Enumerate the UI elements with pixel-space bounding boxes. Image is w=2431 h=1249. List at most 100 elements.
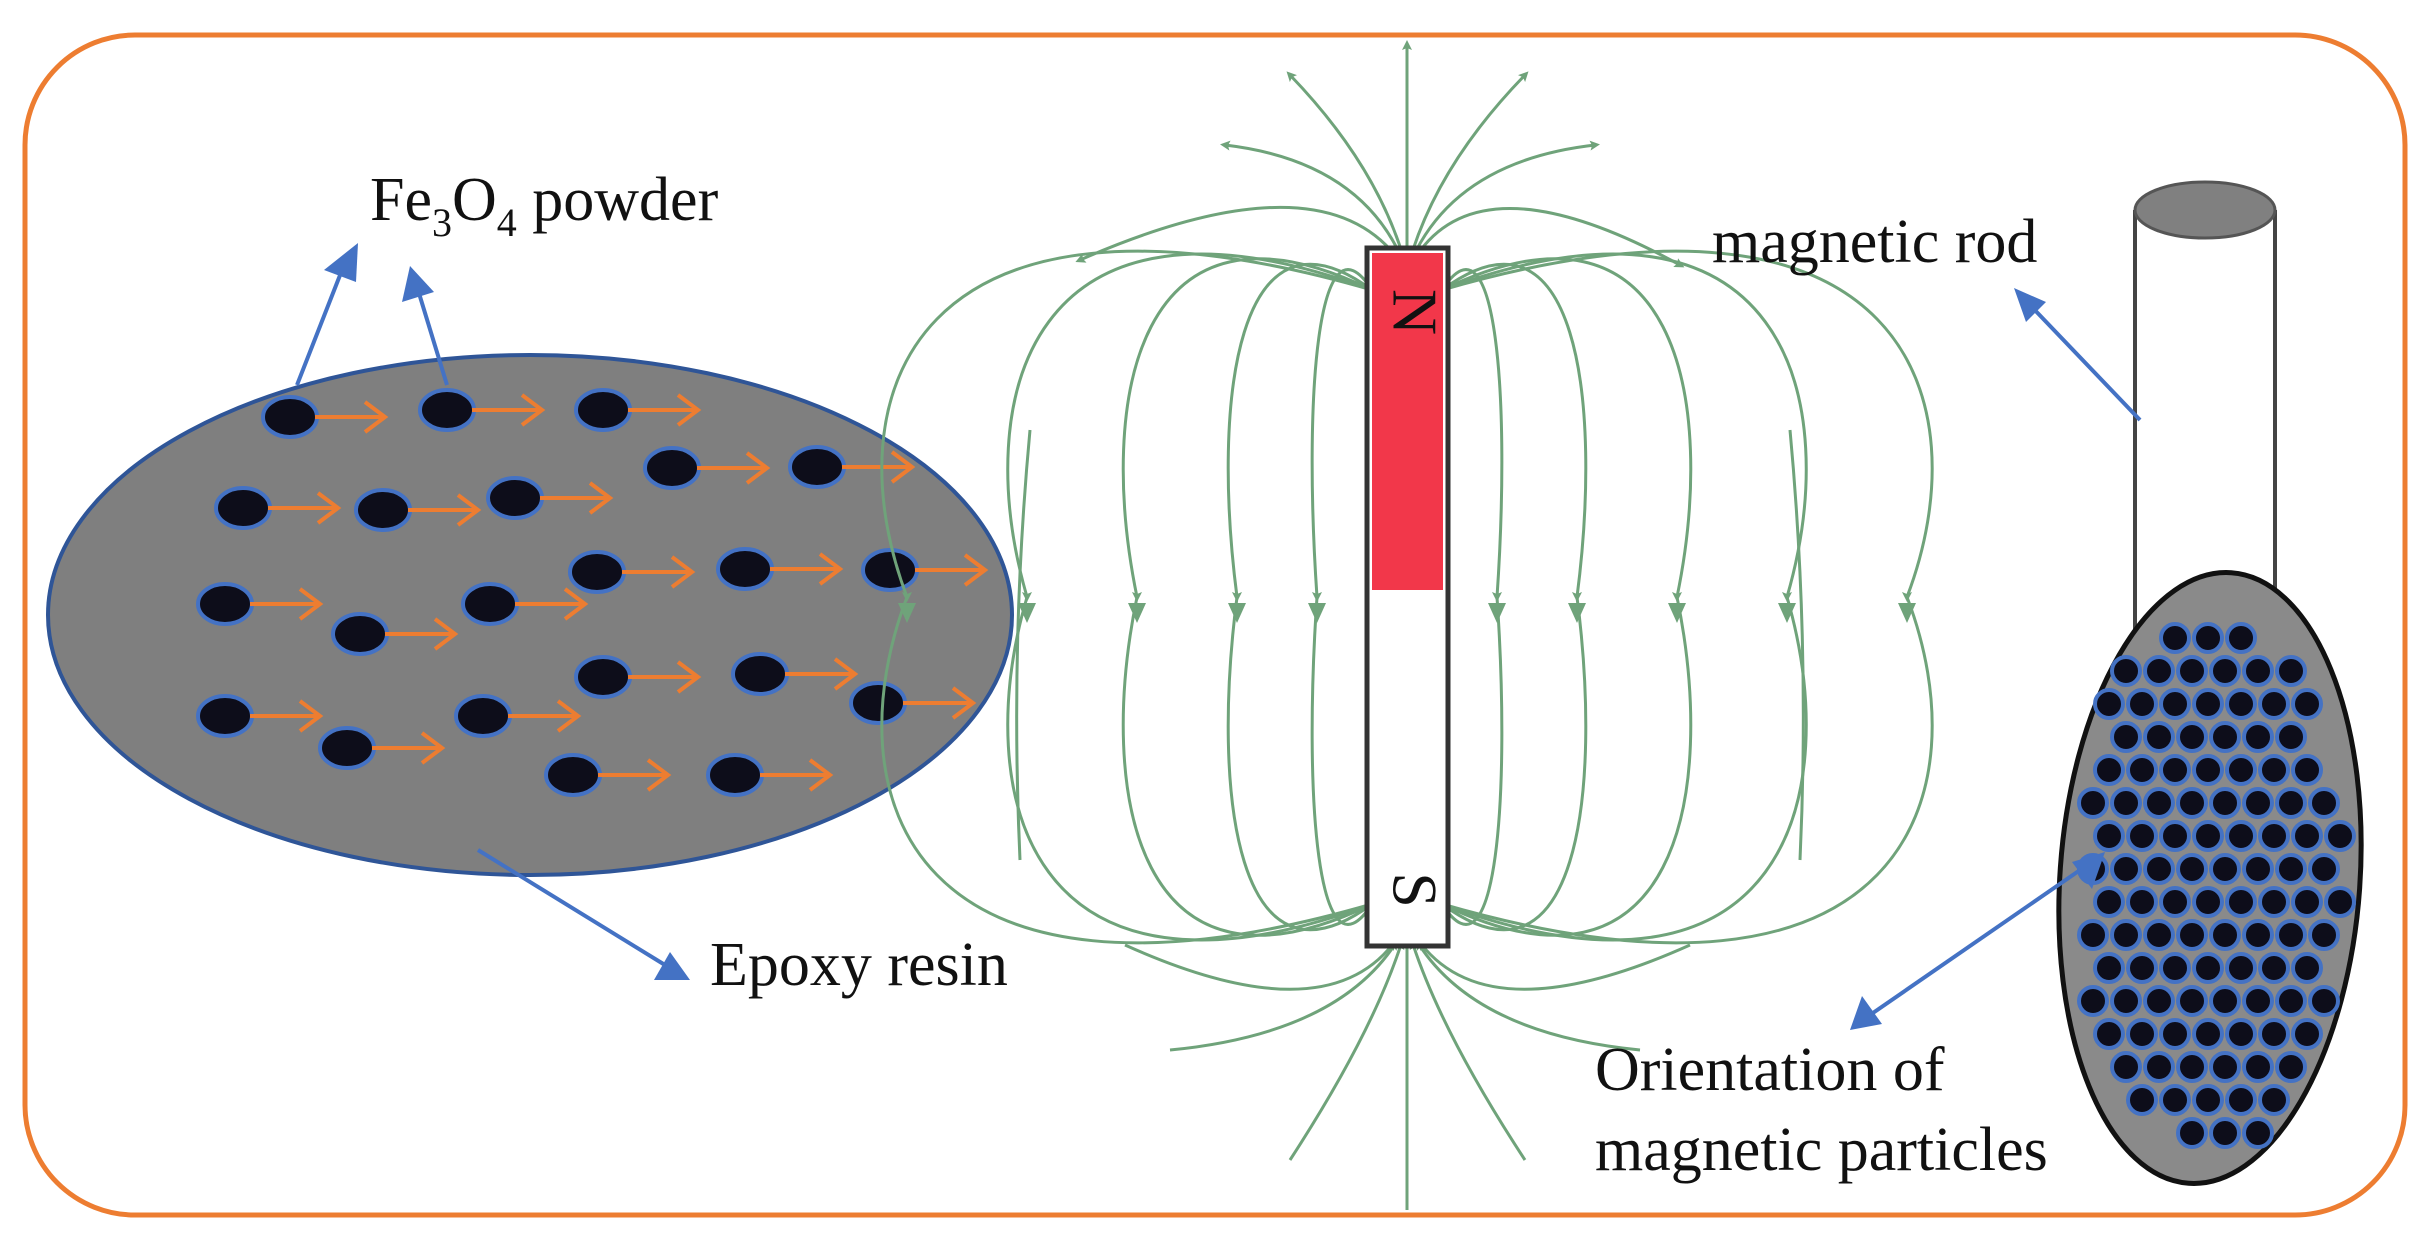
rod-particle: [2258, 688, 2290, 720]
rod-particle: [2242, 1051, 2274, 1083]
rod-particle: [2192, 1084, 2224, 1116]
rod-particle: [2324, 820, 2356, 852]
rod-particle: [2110, 655, 2142, 687]
rod-particle: [2258, 754, 2290, 786]
rod-particle: [2143, 919, 2175, 951]
rod-particle: [2110, 985, 2142, 1017]
field-arrowhead: [1568, 603, 1586, 623]
field-arrowhead: [1128, 603, 1146, 623]
field-line: [1124, 940, 1396, 991]
fe3o4-particle: [731, 652, 789, 696]
fe3o4-particle: [418, 388, 476, 432]
rod-particle: [2159, 688, 2191, 720]
rod-particle: [2143, 1051, 2175, 1083]
rod-particle: [2126, 820, 2158, 852]
particle-arrow: [903, 686, 977, 720]
particle-arrow: [697, 451, 771, 485]
rod-particle: [2192, 886, 2224, 918]
field-line: [1288, 939, 1405, 1161]
rod-particle: [2258, 952, 2290, 984]
particle-arrow: [540, 481, 614, 515]
rod-particle: [2143, 985, 2175, 1017]
rod-particle: [2192, 1018, 2224, 1050]
rod-particle: [2159, 952, 2191, 984]
rod-particle: [2176, 1117, 2208, 1149]
rod-particle: [2291, 1018, 2323, 1050]
particle-arrow: [250, 587, 324, 621]
particle-arrow: [622, 555, 696, 589]
field-line: [1226, 262, 1373, 932]
rod-particle: [2159, 1084, 2191, 1116]
rod-particles-group: [2077, 622, 2356, 1149]
field-line: [1220, 140, 1400, 251]
field-line: [1411, 71, 1529, 251]
rod-particle: [2225, 820, 2257, 852]
field-arrowhead: [1898, 603, 1916, 623]
orientation-label-line1: Orientation of: [1595, 1036, 1945, 1104]
rod-particle: [2324, 886, 2356, 918]
rod-particle: [2242, 721, 2274, 753]
rod-particle: [2126, 1084, 2158, 1116]
rod-particle: [2159, 886, 2191, 918]
field-line: [1121, 257, 1373, 937]
rod-particle: [2143, 853, 2175, 885]
rod-particle: [2209, 787, 2241, 819]
fe3o4-particle: [461, 582, 519, 626]
rod-particle: [2308, 853, 2340, 885]
rod-particle: [2159, 622, 2191, 654]
north-pole-label: N: [1379, 289, 1450, 335]
rod-particle: [2143, 721, 2175, 753]
rod-particle: [2225, 886, 2257, 918]
rod-particle: [2225, 754, 2257, 786]
fe3o4-pointer-arrow-2: [402, 266, 449, 386]
rod-particle: [2093, 952, 2125, 984]
fe3o4-particle: [196, 694, 254, 738]
magnetic-field-lines: [880, 40, 1934, 1210]
field-arrowhead: [1668, 603, 1686, 623]
field-line: [1169, 939, 1398, 1052]
field-line: [1441, 249, 1934, 945]
rod-particle: [2159, 754, 2191, 786]
rod-particle: [2176, 655, 2208, 687]
particle-arrow: [785, 657, 859, 691]
outer-frame: [22, 32, 2408, 1218]
particle-arrow: [760, 758, 834, 792]
field-line: [1441, 262, 1588, 932]
epoxy-resin-disc: [46, 353, 1014, 877]
rod-particle: [2225, 1018, 2257, 1050]
rod-particle: [2225, 688, 2257, 720]
oriented-particles-group: [196, 388, 989, 797]
particle-arrow: [915, 553, 989, 587]
rod-particle: [2275, 985, 2307, 1017]
fe3o4-powder-label: Fe3O4 powder: [370, 166, 719, 245]
rod-particle: [2225, 952, 2257, 984]
field-arrowhead: [1018, 603, 1036, 623]
rod-particle: [2291, 688, 2323, 720]
rod-particle: [2242, 853, 2274, 885]
rod-particle: [2192, 820, 2224, 852]
orientation-label-line2: magnetic particles: [1595, 1116, 2048, 1184]
magnet-south-half: [1372, 590, 1443, 941]
south-pole-label: S: [1379, 872, 1450, 908]
rod-particle: [2209, 919, 2241, 951]
rod-particle: [2275, 655, 2307, 687]
rod-particle: [2192, 754, 2224, 786]
rod-particle: [2176, 1051, 2208, 1083]
rod-particle: [2176, 919, 2208, 951]
field-line: [1418, 940, 1691, 991]
magnet-north-half: [1372, 253, 1443, 590]
fe3o4-particle: [196, 582, 254, 626]
epoxy-pointer-arrow: [476, 848, 690, 980]
rod-particle: [2093, 820, 2125, 852]
rod-particle: [2126, 688, 2158, 720]
particle-arrow: [598, 758, 672, 792]
rod-particle: [2126, 952, 2158, 984]
fe3o4-particle: [318, 726, 376, 770]
field-line: [1415, 939, 1641, 1052]
fe3o4-label-group: Fe3O4 powder: [295, 166, 719, 386]
rod-particle: [2110, 721, 2142, 753]
particle-arrow: [515, 587, 589, 621]
fe3o4-particle: [354, 488, 412, 532]
field-line: [1441, 257, 1693, 937]
